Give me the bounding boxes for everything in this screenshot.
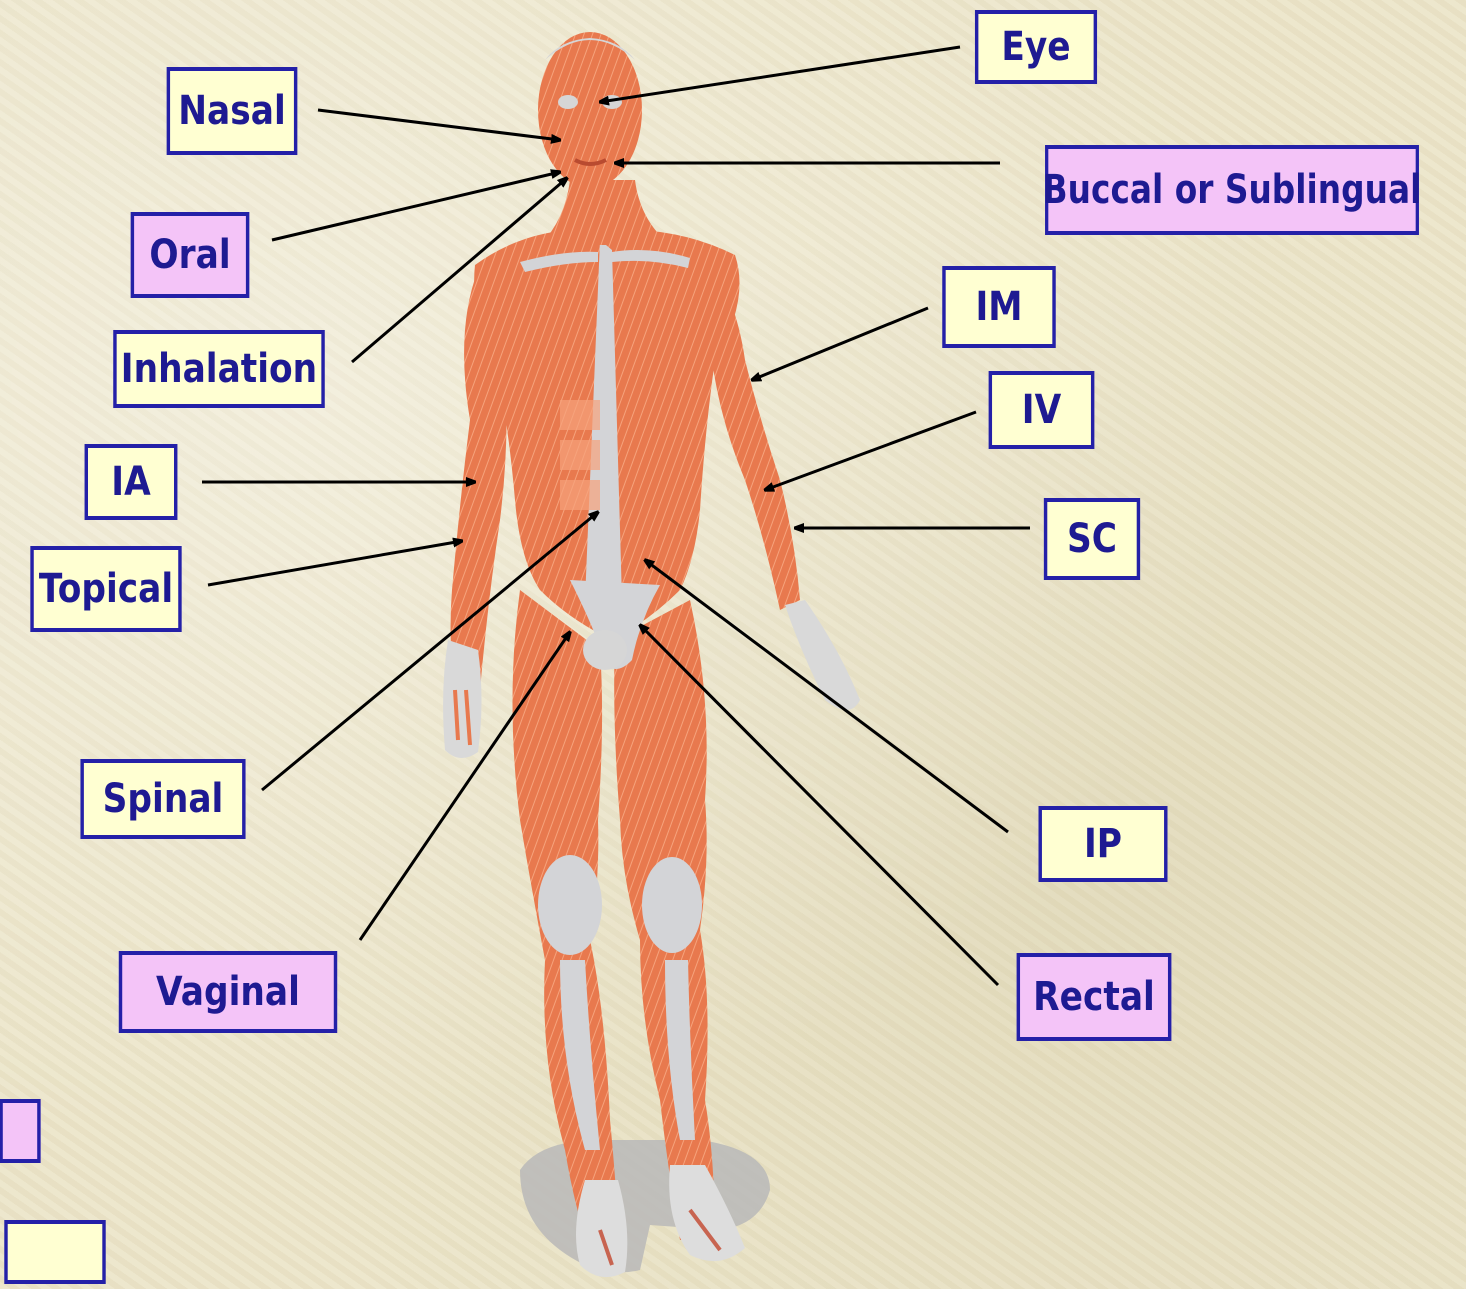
label-eye[interactable]: Eye (975, 10, 1097, 84)
label-spinal[interactable]: Spinal (80, 759, 245, 839)
pointer-eye (600, 47, 960, 102)
pointer-topical (208, 541, 462, 585)
label-vaginal[interactable]: Vaginal (119, 951, 337, 1033)
legend-swatch-pink (0, 1099, 41, 1163)
label-oral[interactable]: Oral (131, 212, 250, 298)
label-iv[interactable]: IV (989, 371, 1095, 449)
pointer-oral (272, 172, 560, 240)
label-topical[interactable]: Topical (30, 546, 181, 632)
torso (474, 229, 739, 670)
label-buccal-sublingual[interactable]: Buccal or Sublingual (1045, 145, 1419, 235)
pointer-im (752, 308, 928, 380)
label-ip[interactable]: IP (1039, 806, 1168, 882)
label-ia[interactable]: IA (85, 444, 178, 520)
pointer-nasal (318, 110, 560, 140)
label-inhalation[interactable]: Inhalation (113, 330, 325, 408)
legend-swatch-yellow (4, 1220, 105, 1284)
label-im[interactable]: IM (942, 266, 1056, 348)
label-rectal[interactable]: Rectal (1017, 953, 1172, 1041)
label-sc[interactable]: SC (1044, 498, 1140, 580)
label-nasal[interactable]: Nasal (167, 67, 298, 155)
pointer-iv (765, 412, 976, 490)
